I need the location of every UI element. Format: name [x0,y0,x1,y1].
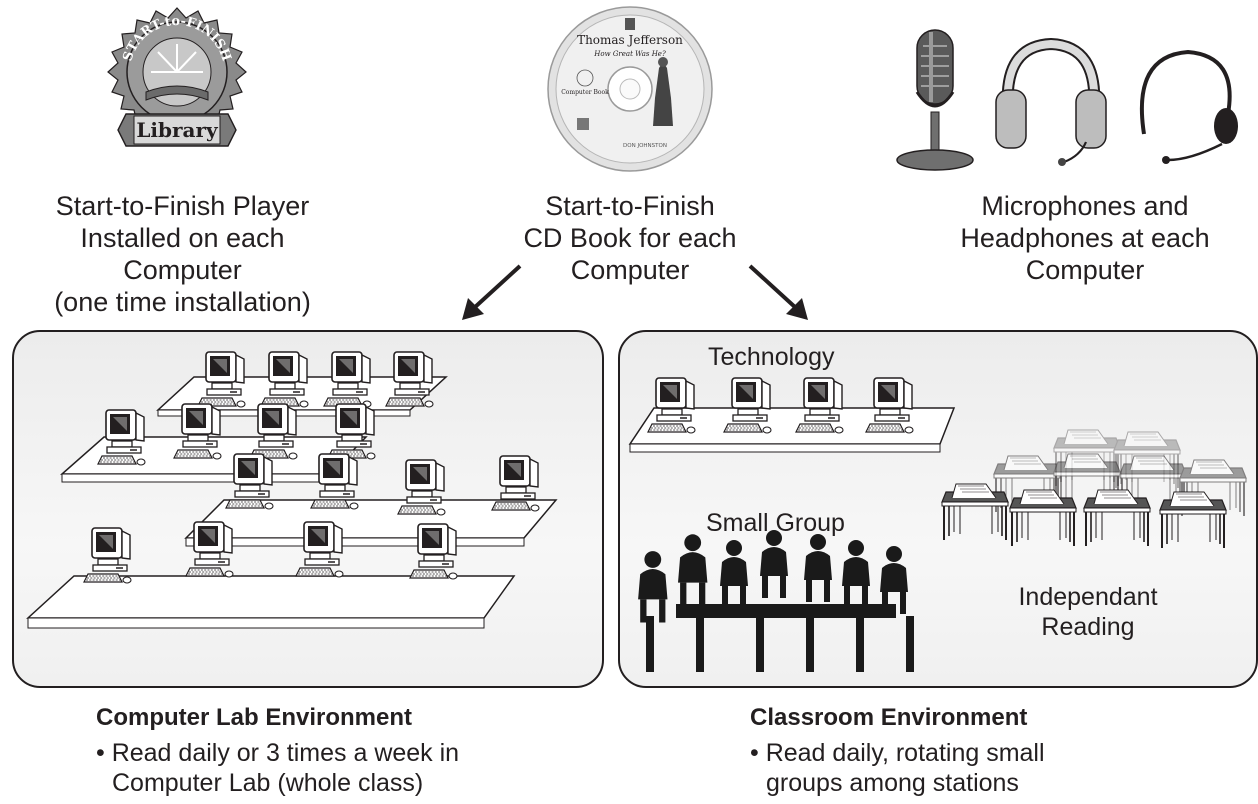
cd-book-caption: Start-to-Finish CD Book for each Compute… [523,191,737,285]
classroom-heading: Classroom Environment [750,704,1028,731]
classroom-panel [618,330,1258,688]
independent-reading-desks-illustration [941,429,1247,549]
disc-publisher: DON JOHNSTON [623,143,667,149]
classroom-bullet: • Read daily, rotating small groups amon… [750,739,1045,797]
independent-reading-label: Independant Reading [1018,583,1158,641]
technology-station-illustration [628,377,956,453]
computer-lab-illustration [26,351,558,629]
cd-book-disc-icon: Thomas Jefferson How Great Was He? Compu… [547,6,713,172]
computer-lab-panel [12,330,604,688]
small-group-silhouettes-illustration [638,530,914,672]
disc-subtitle: How Great Was He? [593,50,666,58]
headphones-icon [995,37,1107,166]
player-caption: Start-to-Finish Player Installed on each… [54,191,311,317]
arrow-down-left-icon [462,264,522,320]
microphone-icon [896,29,974,171]
start-to-finish-library-seal-icon: Library START-to-FINISH [107,7,247,147]
seal-ribbon-text: Library [136,118,219,142]
small-group-label: Small Group [706,509,845,537]
arrow-down-right-icon [748,264,808,320]
computer-lab-bullet: • Read daily or 3 times a week in Comput… [96,739,460,797]
headset-icon [1139,49,1238,164]
computer-lab-heading: Computer Lab Environment [96,704,413,731]
disc-title: Thomas Jefferson [577,33,683,47]
disc-label: Computer Book [561,89,609,96]
audio-caption: Microphones and Headphones at each Compu… [960,191,1210,285]
technology-label: Technology [708,343,835,371]
